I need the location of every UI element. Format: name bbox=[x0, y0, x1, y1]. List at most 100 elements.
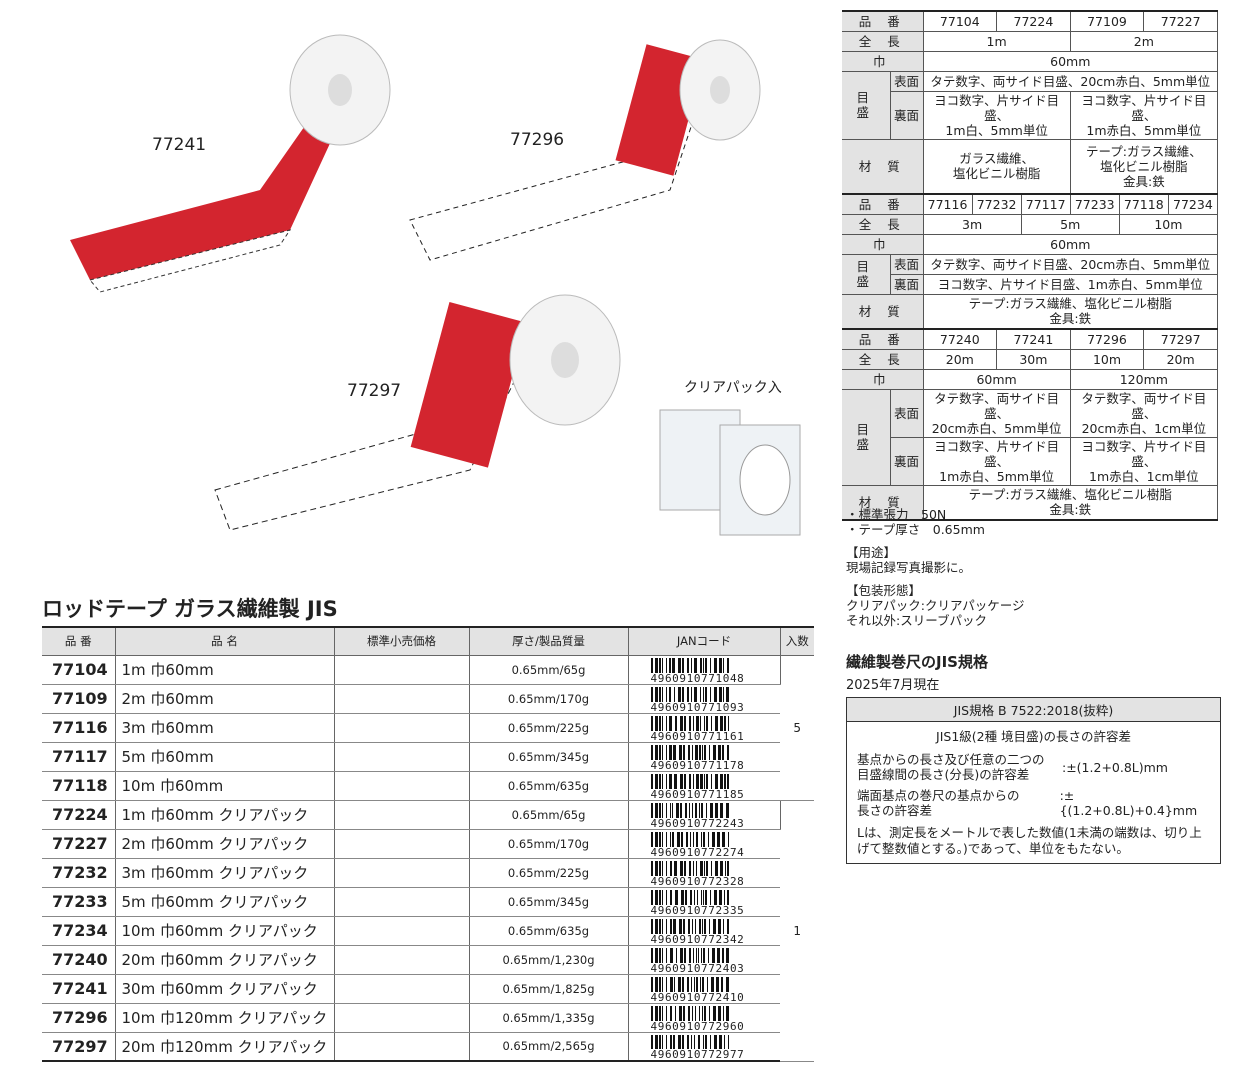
spec-sublabel: 裏面 bbox=[890, 90, 924, 140]
jan-barcode: 4960910772342 bbox=[628, 916, 780, 946]
product-spec: 0.65mm/1,230g bbox=[469, 945, 629, 975]
table-row: 77234 10m 巾60mm クリアパック 0.65mm/635g 49609… bbox=[42, 916, 814, 946]
jis-header: JIS規格 B 7522:2018(抜粋) bbox=[847, 698, 1220, 722]
product-name: 20m 巾120mm クリアパック bbox=[115, 1032, 335, 1062]
barcode-bars bbox=[650, 773, 729, 798]
header-qty: 入数 bbox=[780, 626, 814, 656]
price-cell bbox=[334, 771, 470, 801]
jan-barcode: 4960910771178 bbox=[628, 742, 780, 772]
jan-code: 4960910771093 bbox=[650, 700, 745, 714]
product-spec: 0.65mm/225g bbox=[469, 858, 629, 888]
spec-cell: ヨコ数字、片サイド目盛、 1m白、5mm単位 bbox=[923, 90, 1071, 140]
product-spec: 0.65mm/635g bbox=[469, 771, 629, 801]
product-photos bbox=[70, 34, 801, 536]
barcode-bars bbox=[650, 686, 729, 711]
table-row: 77232 3m 巾60mm クリアパック 0.65mm/225g 496091… bbox=[42, 858, 814, 888]
use-heading: 【用途】 bbox=[846, 545, 897, 560]
jis-box: JIS規格 B 7522:2018(抜粋) JIS1級(2種 境目盛)の長さの許… bbox=[846, 697, 1221, 864]
product-table: 品 番 品 名 標準小売価格 厚さ/製品質量 JANコード 入数 77104 1… bbox=[42, 626, 814, 1062]
jan-barcode: 4960910772410 bbox=[628, 974, 780, 1004]
jis-r1-value: :±(1.2+0.8L)mm bbox=[1062, 759, 1168, 775]
product-code: 77241 bbox=[42, 974, 116, 1004]
spec-label: 全 長 bbox=[842, 213, 924, 235]
spec-label: 巾 bbox=[842, 233, 924, 255]
product-spec: 0.65mm/635g bbox=[469, 916, 629, 946]
header-code: 品 番 bbox=[42, 626, 116, 656]
product-name: 5m 巾60mm bbox=[115, 742, 335, 772]
table-row: 77227 2m 巾60mm クリアパック 0.65mm/170g 496091… bbox=[42, 829, 814, 859]
product-code: 77118 bbox=[42, 771, 116, 801]
jan-barcode: 4960910772243 bbox=[628, 800, 781, 830]
product-code: 77224 bbox=[42, 800, 116, 830]
spec-label: 目 盛 bbox=[842, 70, 891, 140]
spec-label: 材 質 bbox=[842, 484, 924, 521]
product-name: 10m 巾60mm bbox=[115, 771, 335, 801]
product-name: 20m 巾60mm クリアパック bbox=[115, 945, 335, 975]
jis-r2-value: :±{(1.2+0.8L)+0.4}mm bbox=[1059, 788, 1198, 818]
spec-row: 材 質ガラス繊維、 塩化ビニル樹脂テープ:ガラス繊維、 塩化ビニル樹脂 金具:鉄 bbox=[842, 138, 1219, 195]
price-cell bbox=[334, 916, 470, 946]
spec-cell: 30m bbox=[996, 348, 1071, 370]
tape-roll-77241-image bbox=[70, 34, 391, 293]
spec-label: 材 質 bbox=[842, 293, 924, 330]
clear-pack-image bbox=[659, 409, 801, 536]
product-name: 30m 巾60mm クリアパック bbox=[115, 974, 335, 1004]
spec-cell: テープ:ガラス繊維、 塩化ビニル樹脂 金具:鉄 bbox=[1070, 138, 1219, 195]
spec-row: 裏面ヨコ数字、片サイド目盛、 1m赤白、5mm単位ヨコ数字、片サイド目盛、 1m… bbox=[842, 436, 1219, 486]
product-spec: 0.65mm/65g bbox=[469, 655, 629, 685]
header-price: 標準小売価格 bbox=[334, 626, 470, 656]
table-row: 77224 1m 巾60mm クリアパック 0.65mm/65g 4960910… bbox=[42, 800, 814, 1062]
jan-code: 4960910772243 bbox=[650, 816, 745, 830]
table-row: 77233 5m 巾60mm クリアパック 0.65mm/345g 496091… bbox=[42, 887, 814, 917]
product-code: 77297 bbox=[42, 1032, 116, 1062]
table-row: 77241 30m 巾60mm クリアパック 0.65mm/1,825g 496… bbox=[42, 974, 814, 1004]
spec-cell: 10m bbox=[1070, 348, 1145, 370]
header-spec: 厚さ/製品質量 bbox=[469, 626, 629, 656]
barcode-bars bbox=[650, 976, 729, 1001]
jan-code: 4960910771185 bbox=[650, 787, 745, 801]
spec-cell: 20m bbox=[1143, 348, 1218, 370]
header-name: 品 名 bbox=[115, 626, 335, 656]
spec-row: 裏面ヨコ数字、片サイド目盛、1m赤白、5mm単位 bbox=[842, 273, 1219, 295]
table-row: 77118 10m 巾60mm 0.65mm/635g 496091077118… bbox=[42, 771, 814, 801]
product-code: 77109 bbox=[42, 684, 116, 714]
spec-cell: 77297 bbox=[1143, 328, 1218, 350]
product-code: 77117 bbox=[42, 742, 116, 772]
product-code: 77104 bbox=[42, 655, 116, 685]
product-spec: 0.65mm/65g bbox=[469, 800, 629, 830]
spec-cell: テープ:ガラス繊維、塩化ビニル樹脂 金具:鉄 bbox=[923, 293, 1219, 330]
spec-cell: 77240 bbox=[923, 328, 998, 350]
price-cell bbox=[334, 858, 470, 888]
spec-label: 品 番 bbox=[842, 193, 924, 215]
spec-sublabel: 表面 bbox=[890, 70, 924, 92]
spec-cell: 60mm bbox=[923, 233, 1219, 255]
spec-label: 巾 bbox=[842, 368, 924, 390]
product-name: 1m 巾60mm bbox=[115, 655, 335, 685]
product-spec: 0.65mm/1,335g bbox=[469, 1003, 629, 1033]
jis-r1-label: 基点からの長さ及び任意の二つの 目盛線間の長さ(分長)の許容差 bbox=[857, 752, 1045, 782]
jis-subtitle: JIS1級(2種 境目盛)の長さの許容差 bbox=[936, 729, 1131, 744]
product-name: 10m 巾120mm クリアパック bbox=[115, 1003, 335, 1033]
spec-cell: 77104 bbox=[923, 10, 998, 32]
jan-code: 4960910772960 bbox=[650, 1019, 745, 1033]
spec-label: 品 番 bbox=[842, 10, 924, 32]
product-name: 3m 巾60mm bbox=[115, 713, 335, 743]
product-name: 5m 巾60mm クリアパック bbox=[115, 887, 335, 917]
spec-cell: 10m bbox=[1119, 213, 1219, 235]
spec-cell: 77241 bbox=[996, 328, 1071, 350]
product-name: 10m 巾60mm クリアパック bbox=[115, 916, 335, 946]
spec-cell: 20m bbox=[923, 348, 998, 370]
barcode-bars bbox=[650, 831, 729, 856]
jis-r2-label: 端面基点の巻尺の基点からの 長さの許容差 bbox=[857, 788, 1020, 818]
spec-cell: タテ数字、両サイド目盛、20cm赤白、5mm単位 bbox=[923, 253, 1219, 275]
jan-code: 4960910772274 bbox=[650, 845, 745, 859]
header-jan: JANコード bbox=[628, 626, 781, 656]
jan-barcode: 4960910772335 bbox=[628, 887, 780, 917]
spec-cell: 60mm bbox=[923, 368, 1071, 390]
spec-cell: ガラス繊維、 塩化ビニル樹脂 bbox=[923, 138, 1071, 195]
